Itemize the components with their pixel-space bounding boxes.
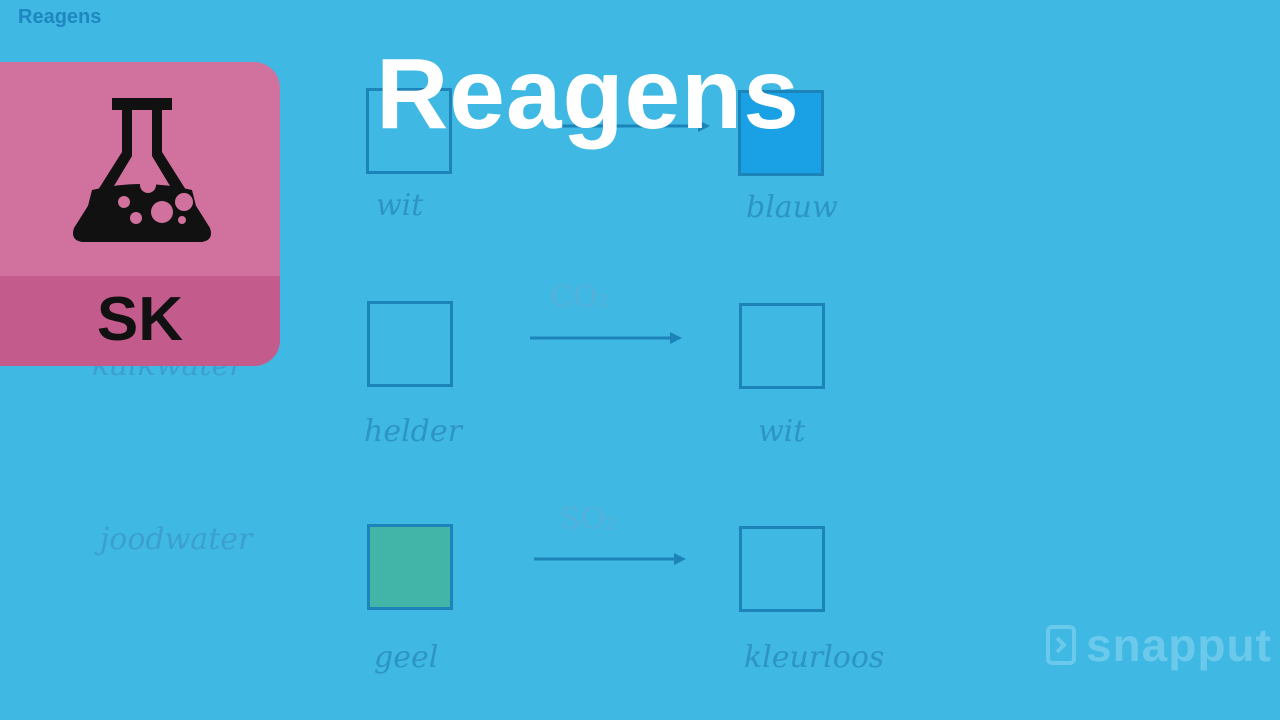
after-label-3: kleurloos <box>744 640 885 675</box>
after-box-3 <box>739 526 825 612</box>
page-title: Reagens <box>376 38 800 150</box>
badge-bottom-band <box>0 276 280 366</box>
before-box-2 <box>367 301 453 387</box>
flask-icon <box>73 98 211 242</box>
over-arrow-label-3: SO₂ <box>560 502 618 537</box>
before-label-3: geel <box>374 640 439 675</box>
before-box-3 <box>367 524 453 610</box>
phone-arrow-icon <box>1046 625 1076 665</box>
after-box-1 <box>738 90 824 176</box>
after-box-2 <box>739 303 825 389</box>
before-box-1 <box>366 88 452 174</box>
reagent-label-3: joodwater <box>100 522 253 557</box>
arrow-3 <box>534 553 686 565</box>
over-arrow-label-2: CO₂ <box>550 280 610 315</box>
snapput-logo: snapput <box>1046 618 1272 672</box>
before-label-1: wit <box>376 188 424 223</box>
arrow-1 <box>560 120 710 132</box>
corner-title: Reagens <box>18 6 102 28</box>
before-label-2: helder <box>364 414 462 449</box>
after-label-2: wit <box>758 414 806 449</box>
logo-text: snapput <box>1086 619 1272 671</box>
arrow-2 <box>530 332 682 344</box>
badge-label: SK <box>96 285 184 354</box>
after-label-1: blauw <box>746 190 838 225</box>
subject-badge: SK <box>0 62 280 366</box>
